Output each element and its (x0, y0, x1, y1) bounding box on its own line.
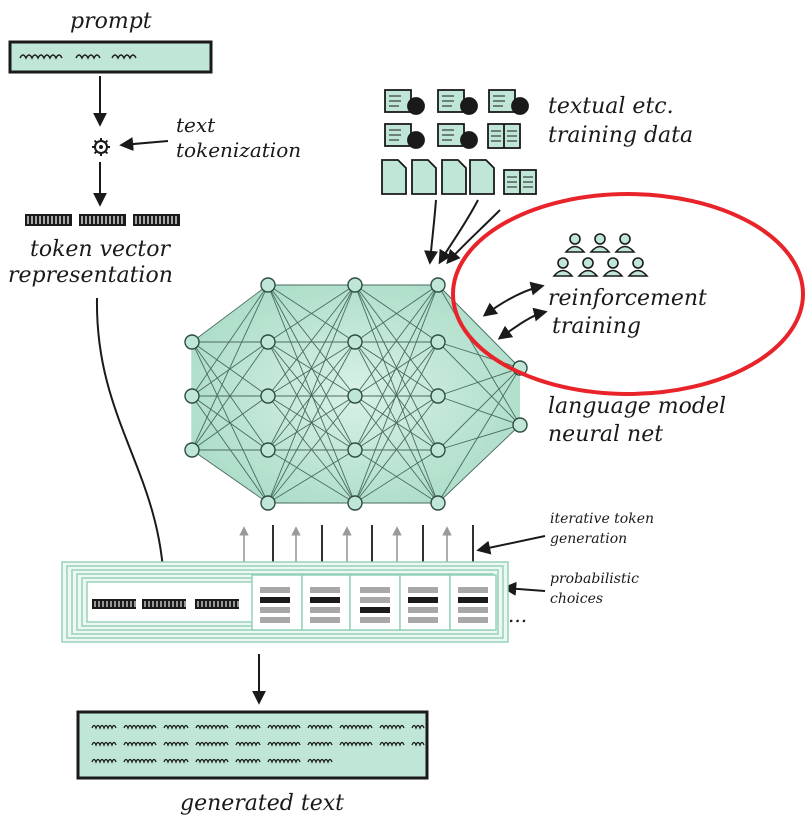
token-vectors (25, 214, 180, 226)
reinforcement-label: reinforcement (548, 286, 707, 311)
training-label: training (552, 314, 641, 339)
tokenization-label-arrow (119, 137, 169, 152)
person-icon (589, 233, 611, 253)
net-node (260, 442, 276, 458)
training-data-arrows (424, 199, 501, 265)
training-data-icons (381, 89, 537, 195)
person-icon (564, 233, 586, 253)
prompt-label: prompt (70, 9, 152, 34)
tokenization-label: tokenization (176, 138, 302, 162)
net-node (260, 388, 276, 404)
generated-text-box (76, 710, 429, 780)
net-node (430, 495, 446, 511)
net-node (430, 277, 446, 293)
document-globe-icon (488, 89, 529, 115)
file-icon (381, 159, 407, 195)
net-node (184, 334, 200, 350)
vector-to-input-arrow (95, 297, 171, 588)
net-node (184, 388, 200, 404)
file-icon (411, 159, 437, 195)
net-node (347, 442, 363, 458)
neural-net-label: neural net (548, 422, 664, 447)
person-icon (627, 257, 649, 277)
document-globe-icon (384, 123, 425, 149)
training-data-label-2: training data (548, 123, 694, 148)
generated-text-label: generated text (180, 791, 344, 816)
neural-net (184, 277, 528, 511)
file-icon (469, 159, 495, 195)
net-node (430, 388, 446, 404)
probabilistic-label-arrow (502, 581, 546, 596)
net-node (430, 442, 446, 458)
text-label: text (176, 113, 216, 137)
training-data-label-1: textual etc. (548, 94, 674, 119)
document-globe-icon (437, 123, 478, 149)
net-node (347, 277, 363, 293)
net-node (347, 495, 363, 511)
prompt-box (8, 40, 213, 74)
net-node (347, 388, 363, 404)
token-vector-label: token vector (30, 237, 170, 262)
person-icon (577, 257, 599, 277)
net-node (260, 495, 276, 511)
generation-label: generation (550, 531, 628, 547)
representation-label: representation (8, 263, 173, 288)
person-icon (602, 257, 624, 277)
reinforcement-arrows (482, 281, 548, 340)
probabilistic-label: probabilistic (550, 571, 639, 587)
net-node (260, 334, 276, 350)
choices-label: choices (550, 591, 604, 607)
document-globe-icon (437, 89, 478, 115)
ellipsis-label: ... (508, 603, 528, 627)
person-icon (552, 257, 574, 277)
document-globe-icon (384, 89, 425, 115)
icon-lines (389, 95, 533, 188)
net-node (260, 277, 276, 293)
file-icon (441, 159, 467, 195)
input-tokens (92, 599, 239, 609)
net-node (184, 442, 200, 458)
net-node (430, 334, 446, 350)
iterative-label-arrow (476, 535, 546, 555)
highlight-ellipse (451, 192, 805, 396)
net-node (512, 417, 528, 433)
people-icons (552, 233, 649, 277)
iterative-label: iterative token (550, 511, 655, 527)
net-node (347, 334, 363, 350)
person-icon (614, 233, 636, 253)
gear-icon (92, 138, 110, 156)
choice-tokens (260, 587, 488, 623)
language-model-label: language model (548, 394, 727, 419)
